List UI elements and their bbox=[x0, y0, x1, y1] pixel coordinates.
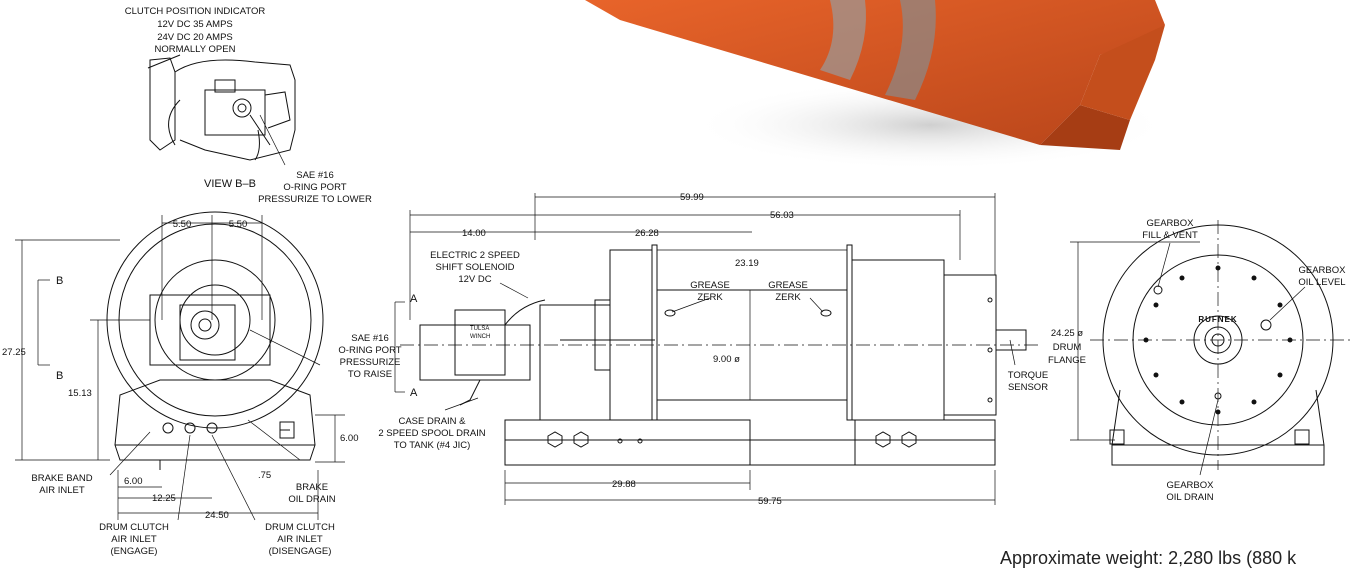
clutch-indicator-12v: 12V DC 35 AMPS bbox=[157, 19, 233, 30]
section-b-marker-2: B bbox=[56, 370, 63, 382]
grease-zerk-1-line2: ZERK bbox=[697, 292, 723, 303]
gearbox-fill-vent-1: GEARBOX bbox=[1147, 218, 1195, 229]
clutch-indicator-title: CLUTCH POSITION INDICATOR bbox=[125, 6, 266, 17]
case-drain-label-2: 2 SPEED SPOOL DRAIN bbox=[378, 428, 485, 439]
left-view-dimension-lines bbox=[15, 215, 345, 521]
drum-clutch-engage-2: AIR INLET bbox=[111, 534, 157, 545]
sae-port-lower-2: O-RING PORT bbox=[283, 182, 346, 193]
gearbox-oil-drain-2: OIL DRAIN bbox=[1166, 492, 1213, 503]
left-end-view bbox=[106, 211, 324, 470]
dim-59-75: 59.75 bbox=[758, 496, 782, 507]
section-a-marker-1: A bbox=[410, 293, 418, 305]
side-view-dimension-lines bbox=[394, 193, 1040, 505]
drum-flange-diameter: 24.25 ø bbox=[1051, 328, 1083, 339]
dim-29-88: 29.88 bbox=[612, 479, 636, 490]
section-a-marker-2: A bbox=[410, 387, 418, 399]
gearbox-fill-vent-2: FILL & VENT bbox=[1142, 230, 1198, 241]
sae-port-lower-1: SAE #16 bbox=[296, 170, 334, 181]
torque-sensor-1: TORQUE bbox=[1008, 370, 1048, 381]
drum-flange-label-1: DRUM bbox=[1053, 342, 1082, 353]
sae-port-lower-3: PRESSURIZE TO LOWER bbox=[258, 194, 372, 205]
brake-band-air-inlet-1: BRAKE BAND bbox=[31, 473, 92, 484]
drum-clutch-engage-3: (ENGAGE) bbox=[111, 546, 158, 557]
drum-flange-label-2: FLANGE bbox=[1048, 355, 1086, 366]
valve-brand-1: TULSA bbox=[470, 326, 489, 332]
brake-oil-drain-1: BRAKE bbox=[296, 482, 328, 493]
case-drain-label-1: CASE DRAIN & bbox=[398, 416, 466, 427]
solenoid-label-3: 12V DC bbox=[458, 274, 491, 285]
winch-photo bbox=[585, 0, 1170, 170]
drum-clutch-disengage-2: AIR INLET bbox=[277, 534, 323, 545]
dim-26-28: 26.28 bbox=[635, 228, 659, 239]
drum-clutch-disengage-3: (DISENGAGE) bbox=[269, 546, 332, 557]
side-view bbox=[419, 244, 1027, 466]
clutch-indicator-24v: 24V DC 20 AMPS bbox=[157, 32, 233, 43]
gearbox-oil-level-1: GEARBOX bbox=[1299, 265, 1347, 276]
gearbox-oil-level-2: OIL LEVEL bbox=[1298, 277, 1345, 288]
dim-0-75: .75 bbox=[258, 470, 271, 481]
brake-band-air-inlet-2: AIR INLET bbox=[39, 485, 85, 496]
grease-zerk-2-line2: ZERK bbox=[775, 292, 801, 303]
gearbox-oil-drain-1: GEARBOX bbox=[1167, 480, 1215, 491]
section-b-marker-1: B bbox=[56, 275, 63, 287]
sae-port-raise-3: PRESSURIZE bbox=[340, 357, 401, 368]
dim-23-19: 23.19 bbox=[735, 258, 759, 269]
dim-59-99: 59.99 bbox=[680, 192, 704, 203]
drum-clutch-disengage-1: DRUM CLUTCH bbox=[265, 522, 335, 533]
dim-14-00: 14.00 bbox=[462, 228, 486, 239]
drum-clutch-engage-1: DRUM CLUTCH bbox=[99, 522, 169, 533]
dim-6-00-vertical: 6.00 bbox=[340, 433, 359, 444]
dim-56-03: 56.03 bbox=[770, 210, 794, 221]
clutch-indicator-normally-open: NORMALLY OPEN bbox=[155, 44, 236, 55]
dim-24-50: 24.50 bbox=[205, 510, 229, 521]
view-bb-label: VIEW B–B bbox=[204, 178, 256, 190]
dim-27-25: 27.25 bbox=[2, 347, 26, 358]
approximate-weight: Approximate weight: 2,280 lbs (880 k bbox=[1000, 548, 1297, 568]
torque-sensor-2: SENSOR bbox=[1008, 382, 1048, 393]
dim-5-50-right: 5.50 bbox=[229, 219, 248, 230]
right-view-dimension-lines bbox=[1070, 220, 1350, 476]
sae-port-raise-1: SAE #16 bbox=[351, 333, 389, 344]
view-bb-drawing bbox=[147, 54, 296, 161]
dim-12-25: 12.25 bbox=[152, 493, 176, 504]
dim-9-00-diameter: 9.00 ø bbox=[713, 354, 740, 365]
grease-zerk-2-line1: GREASE bbox=[768, 280, 808, 291]
grease-zerk-1-line1: GREASE bbox=[690, 280, 730, 291]
rufnek-logo: RUFNEK bbox=[1198, 315, 1237, 324]
dim-6-00-horizontal: 6.00 bbox=[124, 476, 143, 487]
valve-brand-2: WINCH bbox=[470, 334, 490, 340]
dim-5-50-left: 5.50 bbox=[173, 219, 192, 230]
sae-port-raise-4: TO RAISE bbox=[348, 369, 392, 380]
dim-15-13: 15.13 bbox=[68, 388, 92, 399]
solenoid-label-1: ELECTRIC 2 SPEED bbox=[430, 250, 520, 261]
case-drain-label-3: TO TANK (#4 JIC) bbox=[394, 440, 471, 451]
sae-port-raise-2: O-RING PORT bbox=[338, 345, 401, 356]
solenoid-label-2: SHIFT SOLENOID bbox=[435, 262, 514, 273]
brake-oil-drain-2: OIL DRAIN bbox=[288, 494, 335, 505]
